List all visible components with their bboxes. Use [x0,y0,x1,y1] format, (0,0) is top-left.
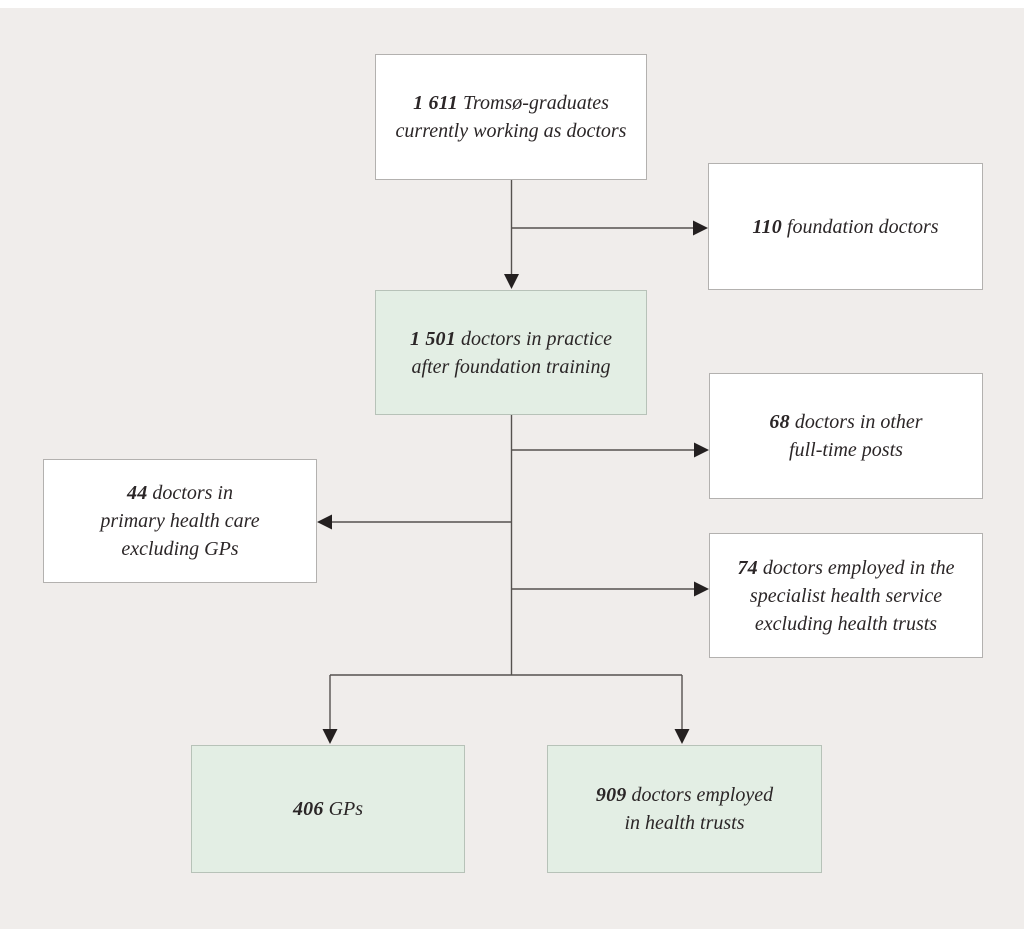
box-label-line: 68 doctors in other [769,411,923,433]
box-number: 1 611 [413,92,458,114]
box-label-line: specialist health service [749,584,943,607]
box-label-line: full-time posts [789,439,903,461]
box-gps: 406 GPs [191,745,465,873]
box-label-line: excluding GPs [121,538,239,560]
box-number: 68 [769,411,790,433]
box-label-line: after foundation training [411,355,611,378]
box-label-line: currently working as doctors [395,120,627,142]
box-doctors-in-practice: 1 501 doctors in practice after foundatio… [375,290,647,415]
box-label-line: primary health care [100,510,260,532]
box-label-line: 909 doctors employed [595,784,774,806]
box-primary-health-care: 44 doctors in primary health care excludin… [43,459,317,583]
box-other-full-time-posts: 68 doctors in other full-time posts [709,373,983,499]
box-number: 74 [737,556,758,579]
box-graduates: 1 611 Tromsø-graduates currently working … [375,54,647,180]
box-label-line: excluding health trusts [754,612,938,635]
box-label: 406 GPs [293,795,363,823]
box-label-line: 44 doctors in [127,482,233,504]
box-number: 44 [127,482,148,504]
box-label-line: in health trusts [624,812,745,834]
box-label: 44 doctors in primary health care excludin… [100,479,259,563]
box-label: 74 doctors employed in the specialist hea… [737,554,954,638]
box-specialist-health-service: 74 doctors employed in the specialist hea… [709,533,983,658]
box-label: 110 foundation doctors [752,213,938,241]
box-label: 1 501 doctors in practice after foundatio… [410,325,612,381]
box-label: 1 611 Tromsø-graduates currently working … [396,89,627,145]
box-number: 1 501 [409,327,456,350]
box-number: 406 [292,798,324,820]
box-health-trusts: 909 doctors employed in health trusts [547,745,822,873]
box-label-line: 74 doctors employed in the [737,556,955,579]
box-label: 909 doctors employed in health trusts [596,781,773,837]
box-label-line: 406 GPs [292,798,364,820]
box-label: 68 doctors in other full-time posts [769,408,922,464]
box-number: 110 [752,215,782,238]
box-label-line: 1 501 doctors in practice [409,327,613,350]
box-label-line: 110 foundation doctors [752,215,939,238]
box-label-line: 1 611 Tromsø-graduates [413,92,609,114]
box-number: 909 [595,784,627,806]
box-foundation-doctors: 110 foundation doctors [708,163,983,290]
